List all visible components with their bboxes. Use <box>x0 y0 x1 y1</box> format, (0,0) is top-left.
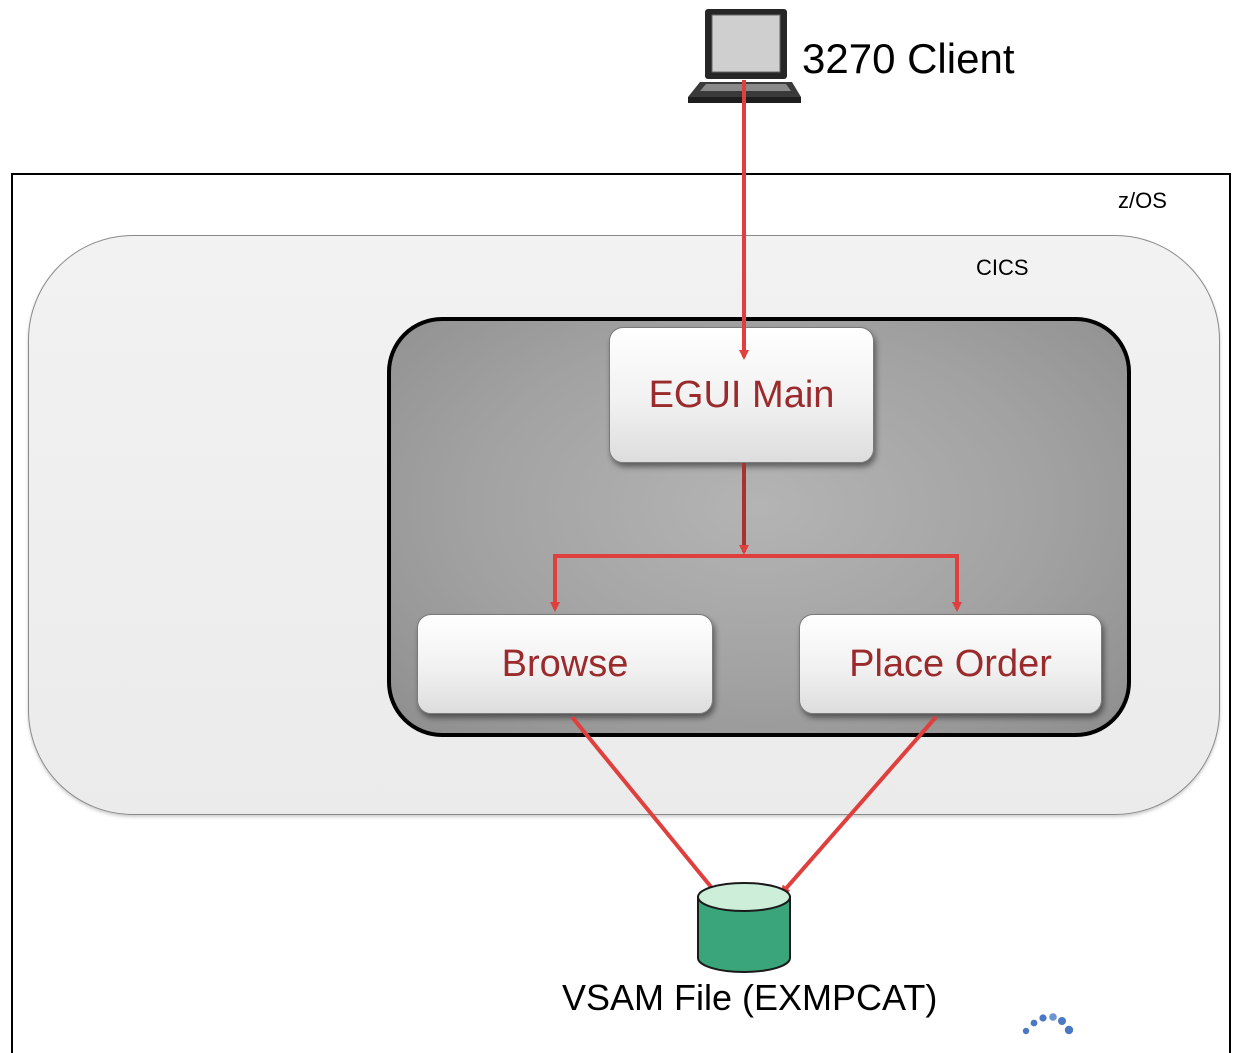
database-cylinder-icon <box>697 882 791 973</box>
zos-container <box>11 173 1231 1053</box>
arrow-order-to-file <box>780 715 938 896</box>
vsam-file-label: VSAM File (EXMPCAT) <box>562 977 938 1018</box>
arrow-branch-to-browse <box>550 554 744 612</box>
egui-main-program: EGUI Main <box>609 327 874 463</box>
client-label: 3270 Client <box>802 35 1015 82</box>
arrow-branch-to-order <box>744 554 962 612</box>
loading-dots-icon <box>1022 1013 1074 1035</box>
egui-main-label: EGUI Main <box>648 373 835 416</box>
arrow-browse-to-file <box>570 715 718 896</box>
place-order-program: Place Order <box>799 614 1102 714</box>
laptop-icon <box>688 9 801 103</box>
cics-label: CICS <box>976 255 1029 280</box>
browse-label: Browse <box>501 642 629 685</box>
zos-label: z/OS <box>1118 188 1167 213</box>
place-order-label: Place Order <box>849 642 1052 685</box>
browse-program: Browse <box>417 614 713 714</box>
